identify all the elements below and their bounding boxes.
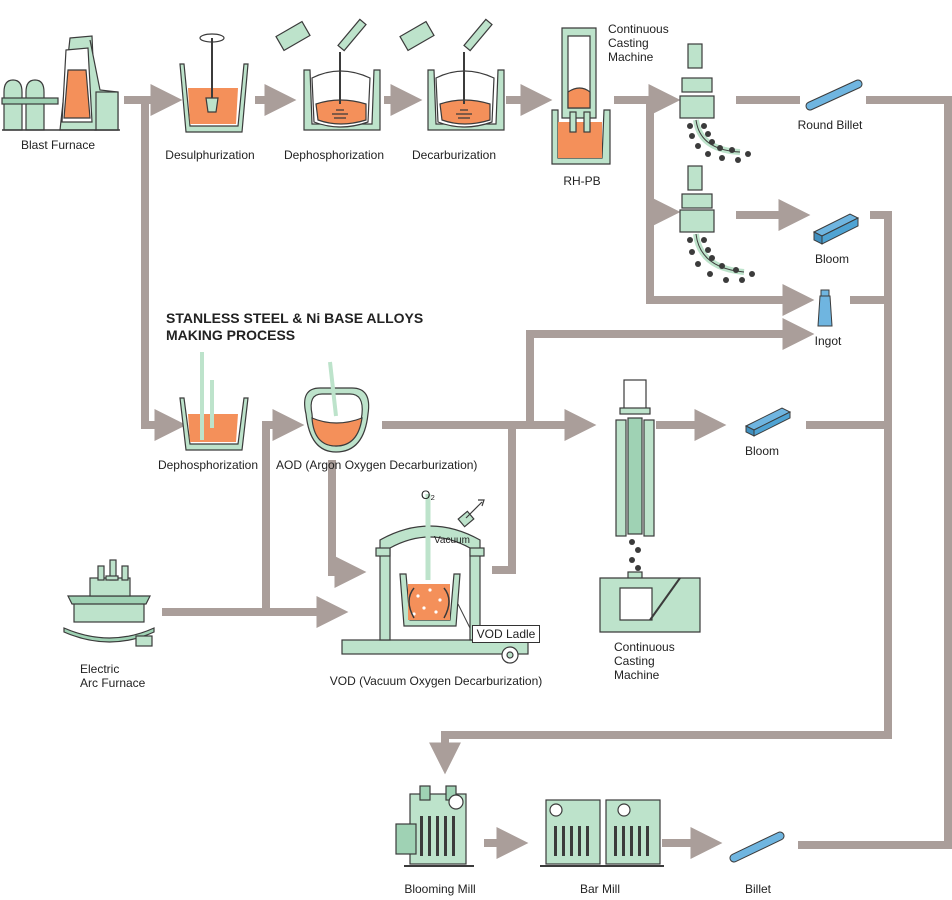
label-billet: Billet (744, 882, 772, 896)
dephosphorization-converter-icon (275, 18, 381, 131)
flow-arrow (526, 318, 815, 425)
label-vod-ladle: VOD Ladle (472, 625, 540, 643)
label-decarburization: Decarburization (411, 148, 497, 162)
label-bar-mill: Bar Mill (579, 882, 621, 896)
bloom-icon (812, 213, 860, 245)
bar-mill-icon (540, 799, 664, 867)
label-ingot: Ingot (814, 334, 842, 348)
label-dephosphorization-mid: Dephosphorization (157, 458, 259, 472)
bloom-icon (744, 407, 792, 437)
flow-lines (124, 84, 952, 859)
label-dephosphorization-top: Dephosphorization (283, 148, 385, 162)
billet-icon (729, 831, 785, 863)
label-blast-furnace: Blast Furnace (20, 138, 96, 152)
blooming-mill-icon (395, 785, 474, 867)
label-o2: O₂ (421, 488, 435, 502)
continuous-casting-machine-icon (679, 165, 755, 283)
flow-arrow (328, 460, 367, 588)
aod-converter-icon (304, 361, 370, 453)
label-bloom-mid: Bloom (744, 444, 780, 458)
flow-arrow (162, 409, 305, 616)
dephosphorization-ladle-icon (179, 352, 249, 451)
diagram-title: STANLESS STEEL & Ni BASE ALLOYS MAKING P… (166, 310, 424, 343)
flow-arrow (646, 100, 815, 316)
electric-arc-furnace-icon (63, 559, 155, 647)
label-bloom-top: Bloom (814, 252, 850, 266)
label-aod: AOD (Argon Oxygen Decarburization) (276, 458, 478, 472)
vertical-continuous-casting-machine-icon (599, 379, 701, 633)
flow-line (492, 425, 516, 574)
label-vod: VOD (Vacuum Oxygen Decarburization) (329, 674, 543, 688)
round-billet-icon (805, 79, 863, 111)
label-continuous-casting-machine-top: Continuous Casting Machine (608, 22, 669, 64)
label-desulphurization: Desulphurization (165, 148, 255, 162)
flow-line (798, 96, 952, 849)
decarburization-converter-icon (399, 18, 505, 131)
vod-vessel-icon (341, 494, 529, 664)
label-round-billet: Round Billet (797, 118, 863, 132)
ingot-icon (817, 289, 833, 327)
continuous-casting-machine-icon (679, 43, 751, 163)
label-vacuum: Vacuum (434, 535, 470, 546)
flow-line (429, 211, 892, 775)
label-electric-arc-furnace: Electric Arc Furnace (80, 662, 146, 690)
label-continuous-casting-machine-mid: Continuous Casting Machine (614, 640, 675, 682)
label-rh-pb: RH-PB (563, 174, 601, 188)
desulphurization-ladle-icon (179, 33, 249, 133)
label-blooming-mill: Blooming Mill (404, 882, 476, 896)
flow-arrow (141, 100, 187, 441)
rh-pb-degasser-icon (551, 27, 611, 165)
blast-furnace-icon (1, 35, 120, 131)
